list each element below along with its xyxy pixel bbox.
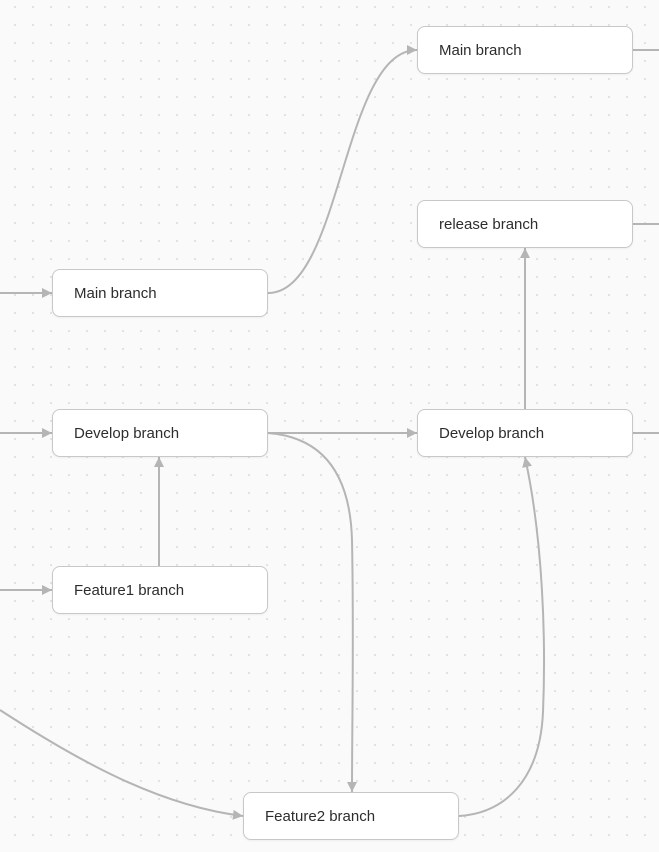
edge-develop-left-to-feature2[interactable] [267,432,358,793]
edge-feature2-to-develop-right[interactable] [458,456,546,817]
node-label: Develop branch [74,424,180,442]
node-feature1-branch[interactable]: Feature1 branch [52,566,268,614]
node-develop-branch-right[interactable]: Develop branch [417,409,633,457]
node-label: release branch [439,215,539,233]
node-label: Main branch [74,284,157,302]
node-label: Feature1 branch [74,581,185,599]
node-main-branch-top[interactable]: Main branch [417,26,633,74]
node-feature2-branch[interactable]: Feature2 branch [243,792,459,840]
node-label: Feature2 branch [265,807,376,825]
node-label: Main branch [439,41,522,59]
node-release-branch[interactable]: release branch [417,200,633,248]
node-label: Develop branch [439,424,545,442]
node-main-branch-left[interactable]: Main branch [52,269,268,317]
edge-main-left-to-main-top[interactable] [267,45,418,294]
edge-offcanvas-to-feature2[interactable] [0,709,244,820]
node-develop-branch-left[interactable]: Develop branch [52,409,268,457]
